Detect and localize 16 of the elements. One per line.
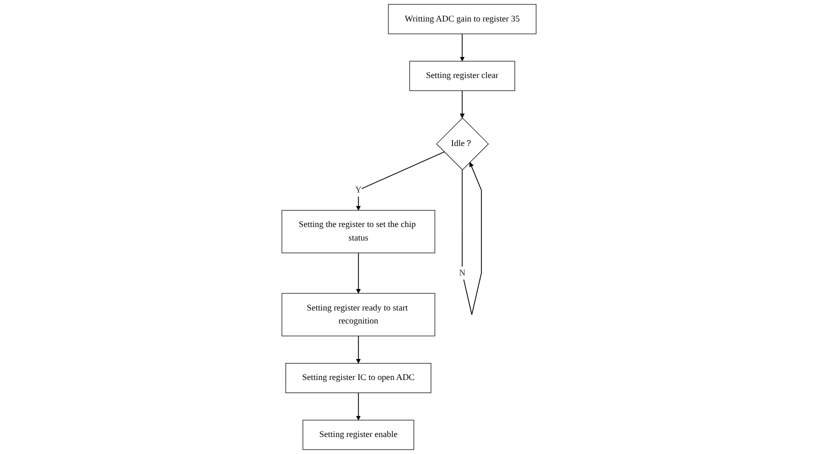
node-box: Setting register clear	[409, 60, 516, 91]
node-box: Setting register IC to open ADC	[286, 363, 432, 394]
arrow	[356, 392, 361, 420]
edge-label: Y	[355, 185, 362, 194]
node-box: Setting register enable	[302, 420, 414, 450]
node-box: Setting register ready to start recognition	[282, 293, 436, 336]
arrow	[460, 33, 465, 62]
arrow	[462, 162, 482, 316]
edge-label: N	[459, 268, 466, 278]
node-box: Writting ADC gain to register 35	[388, 4, 536, 34]
arrow	[460, 90, 465, 118]
node-box: Setting the register to set the chip status	[282, 210, 436, 254]
node-diamond: Idle？	[436, 118, 489, 170]
arrow	[356, 252, 361, 294]
arrow	[356, 152, 445, 211]
arrow	[356, 336, 361, 364]
